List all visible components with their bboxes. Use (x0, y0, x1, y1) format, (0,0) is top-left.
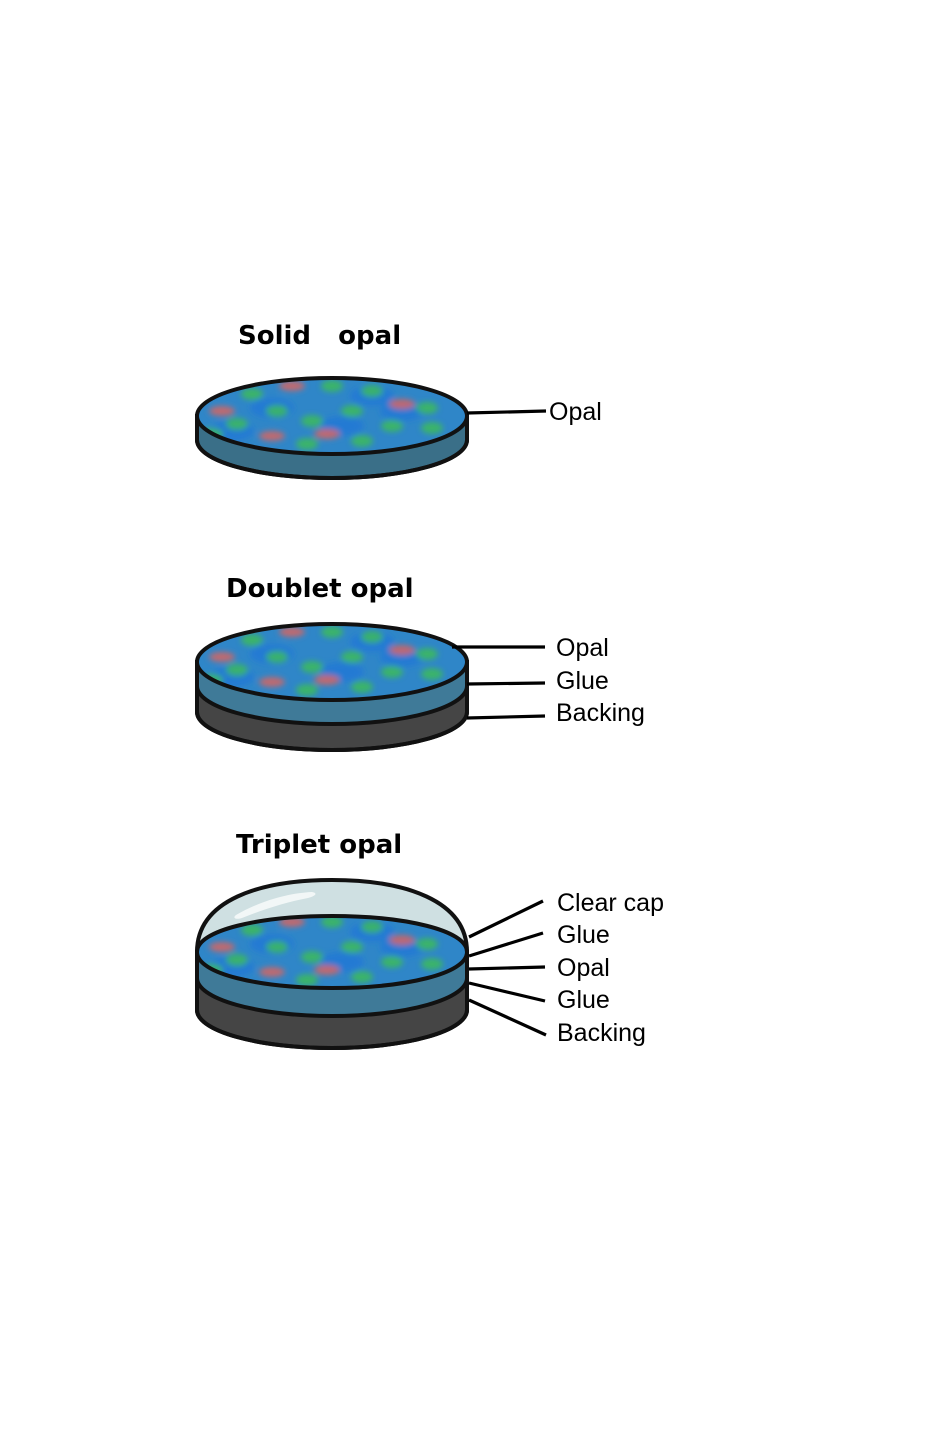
opal-red-fleck (389, 645, 415, 655)
solid-opal-title: Solid opal (238, 321, 401, 351)
opal-green-fleck (266, 941, 288, 953)
triplet-label-glue-bottom: Glue (557, 986, 610, 1014)
opal-green-fleck (241, 388, 263, 400)
opal-green-fleck (421, 422, 443, 434)
solid-opal-leader-line (466, 409, 547, 415)
opal-green-fleck (351, 681, 373, 693)
triplet-leader-glue-bottom (468, 981, 546, 1003)
doublet-label-backing: Backing (556, 699, 645, 727)
triplet-leader-clear-cap (468, 899, 544, 939)
opal-green-fleck (361, 385, 383, 397)
triplet-opal-stone (195, 877, 469, 1050)
opal-green-fleck (381, 956, 403, 968)
opal-red-fleck (209, 406, 235, 416)
opal-green-fleck (296, 974, 318, 986)
opal-green-fleck (266, 651, 288, 663)
triplet-opal-panel: Triplet opal Clear cap Glue Opal Glue (195, 830, 664, 1050)
opal-green-fleck (321, 380, 343, 392)
solid-opal-label-opal: Opal (549, 398, 602, 426)
opal-green-fleck (226, 664, 248, 676)
doublet-opal-panel: Doublet opal Opal Glue Backing (195, 574, 645, 752)
opal-green-fleck (351, 971, 373, 983)
opal-green-fleck (341, 941, 363, 953)
triplet-leader-opal (468, 965, 546, 971)
triplet-label-clear-cap: Clear cap (557, 889, 664, 917)
opal-red-fleck (209, 652, 235, 662)
solid-opal-flecks (201, 380, 443, 450)
triplet-leader-backing (468, 998, 547, 1037)
doublet-opal-stone (195, 622, 469, 752)
opal-red-fleck (314, 429, 340, 439)
opal-red-fleck (259, 967, 285, 977)
opal-green-fleck (321, 626, 343, 638)
triplet-cap-highlight (234, 892, 316, 919)
doublet-leader-backing (466, 714, 546, 720)
opal-green-fleck (416, 938, 438, 950)
opal-green-fleck (321, 916, 343, 928)
triplet-label-glue-top: Glue (557, 921, 610, 949)
opal-red-fleck (279, 381, 305, 391)
opal-green-fleck (341, 651, 363, 663)
opal-green-fleck (361, 921, 383, 933)
triplet-label-backing: Backing (557, 1019, 646, 1047)
triplet-leader-glue-top (468, 931, 544, 958)
opal-green-fleck (341, 405, 363, 417)
opal-red-fleck (209, 942, 235, 952)
opal-red-fleck (314, 965, 340, 975)
opal-green-fleck (226, 418, 248, 430)
opal-green-fleck (296, 438, 318, 450)
opal-red-fleck (389, 935, 415, 945)
opal-green-fleck (421, 958, 443, 970)
doublet-opal-title: Doublet opal (226, 574, 414, 604)
opal-red-fleck (259, 431, 285, 441)
opal-green-fleck (241, 634, 263, 646)
opal-green-fleck (416, 648, 438, 660)
opal-red-fleck (389, 399, 415, 409)
opal-green-fleck (416, 402, 438, 414)
opal-green-fleck (296, 684, 318, 696)
solid-opal-panel: Solid opal Opal (195, 321, 602, 480)
opal-green-fleck (301, 661, 323, 673)
opal-green-fleck (381, 666, 403, 678)
opal-green-fleck (301, 415, 323, 427)
opal-red-fleck (279, 627, 305, 637)
opal-green-fleck (351, 435, 373, 447)
opal-red-fleck (314, 675, 340, 685)
opal-green-fleck (421, 668, 443, 680)
doublet-label-glue: Glue (556, 667, 609, 695)
opal-green-fleck (301, 951, 323, 963)
opal-green-fleck (266, 405, 288, 417)
doublet-label-opal: Opal (556, 634, 609, 662)
opal-green-fleck (241, 924, 263, 936)
triplet-opal-title: Triplet opal (236, 830, 402, 860)
opal-green-fleck (361, 631, 383, 643)
solid-opal-stone (195, 376, 469, 480)
opal-red-fleck (259, 677, 285, 687)
opal-green-fleck (226, 954, 248, 966)
triplet-label-opal: Opal (557, 954, 610, 982)
opal-green-fleck (381, 420, 403, 432)
doublet-leader-glue (466, 681, 546, 686)
